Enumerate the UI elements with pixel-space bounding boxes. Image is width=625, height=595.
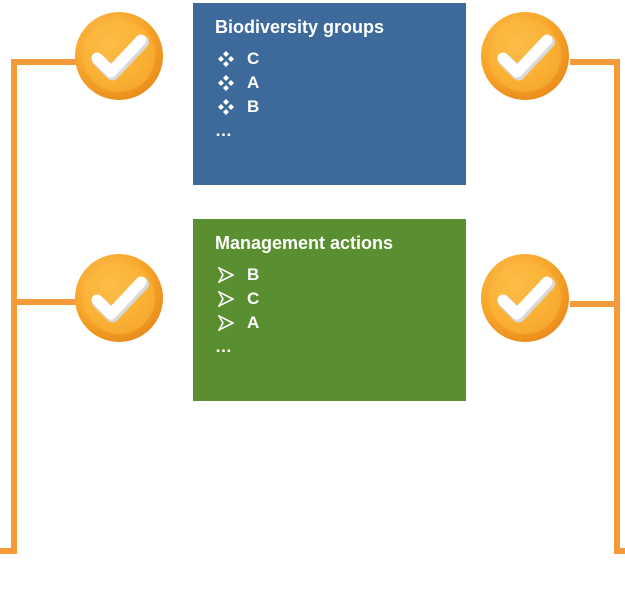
biodiversity-list: C A B (215, 47, 466, 119)
list-item-label: A (247, 313, 260, 332)
list-item: A (215, 71, 466, 95)
four-diamond-icon (215, 51, 237, 67)
list-item: C (215, 47, 466, 71)
arrowhead-icon (215, 291, 237, 307)
list-item-label: A (247, 73, 260, 92)
list-item-label: B (247, 97, 260, 116)
list-item-label: C (247, 49, 260, 68)
panel-title: Biodiversity groups (215, 17, 385, 37)
management-actions-panel: Management actions B C A … (193, 219, 466, 401)
checkmark-badge (73, 252, 165, 344)
list-item: C (215, 287, 466, 311)
list-item: A (215, 311, 466, 335)
list-item-label: B (247, 265, 260, 284)
four-diamond-icon (215, 99, 237, 115)
more-ellipsis: … (215, 337, 232, 356)
more-ellipsis: … (215, 121, 232, 140)
checkmark-icon (481, 12, 569, 100)
checkmark-icon (481, 254, 569, 342)
list-item: B (215, 263, 466, 287)
checkmark-icon (75, 12, 163, 100)
checkmark-badge (479, 252, 571, 344)
four-diamond-icon (215, 75, 237, 91)
checkmark-badge (479, 10, 571, 102)
list-item: B (215, 95, 466, 119)
management-list: B C A (215, 263, 466, 335)
biodiversity-groups-panel: Biodiversity groups C A B … (193, 3, 466, 185)
list-item-label: C (247, 289, 260, 308)
arrowhead-icon (215, 315, 237, 331)
checkmark-icon (75, 254, 163, 342)
left-bracket-line (0, 59, 78, 554)
panel-title: Management actions (215, 233, 394, 253)
checkmark-badge (73, 10, 165, 102)
arrowhead-icon (215, 267, 237, 283)
